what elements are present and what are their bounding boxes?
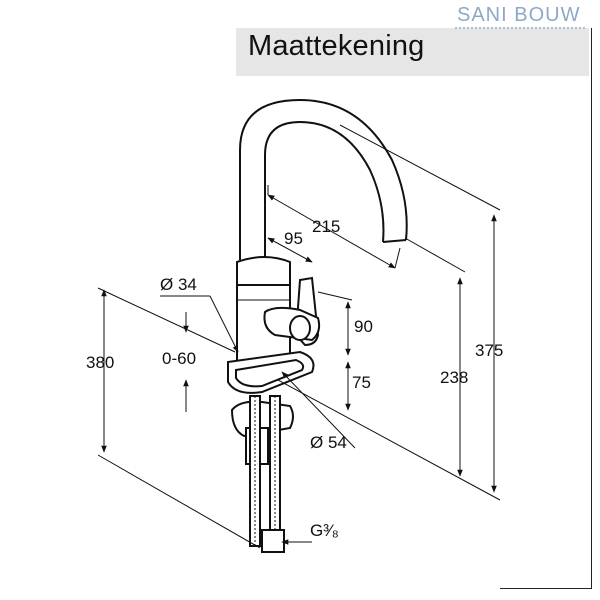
logo-underline (455, 27, 585, 29)
handle-lever (263, 276, 321, 347)
dim-total-height: 375 (475, 341, 503, 360)
brand-logo: SANI BOUW (457, 4, 581, 26)
frame-right-border (591, 28, 592, 588)
mounting-hardware (230, 395, 294, 553)
dim-base-diameter: Ø 54 (310, 433, 347, 452)
dim-max-counter: 380 (86, 353, 114, 372)
title-panel (236, 28, 589, 76)
frame-bottom-border (500, 588, 592, 589)
dim-handle-base: 75 (352, 373, 371, 392)
dimension-lines (97, 124, 501, 549)
dim-outlet-height: 238 (440, 368, 468, 387)
dim-hole-diameter: Ø 34 (160, 275, 197, 294)
dim-spout-reach: 215 (312, 217, 340, 236)
spout (239, 98, 408, 262)
dim-handle-height: 90 (354, 317, 373, 336)
base-plate (227, 350, 315, 394)
page-title: Maattekening (248, 30, 425, 62)
dim-counter-range: 0-60 (162, 349, 196, 368)
dim-handle-offset: 95 (284, 229, 303, 248)
dim-thread: G³⁄₈ (310, 521, 339, 540)
